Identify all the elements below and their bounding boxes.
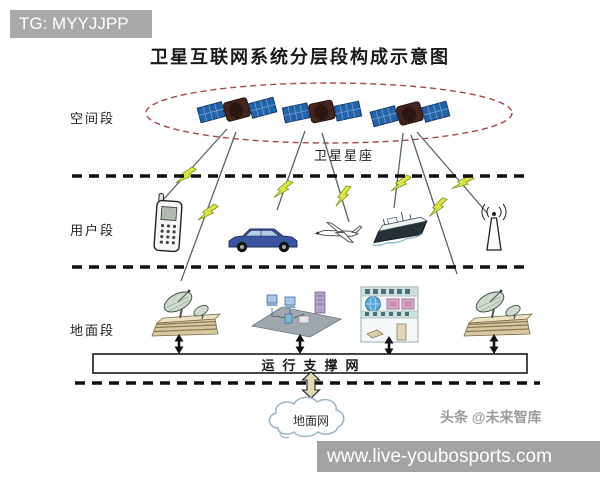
- constellation-label: 卫星星座: [314, 148, 375, 163]
- constellation-ellipse: [145, 82, 513, 144]
- segment-label-ground: 地面段: [70, 323, 116, 338]
- page-title: 卫星互联网系统分层段构成示意图: [150, 47, 450, 67]
- antenna-tower-icon: [481, 203, 507, 251]
- footer-url-bar: www.live-youbosports.com: [317, 441, 600, 472]
- mobile-phone-icon: [153, 192, 183, 253]
- satellite-icon: [196, 88, 278, 132]
- segment-label-user: 用户段: [70, 223, 116, 238]
- ground-network-label: 地面网: [292, 414, 329, 428]
- airplane-icon: [314, 221, 363, 244]
- footer-url-text: www.live-youbosports.com: [327, 446, 552, 467]
- signal-lines: [162, 128, 489, 282]
- ground-station-icon: [462, 286, 534, 338]
- lightning-bolt-icon: [273, 177, 294, 203]
- support-network-label: 运行支撑网: [261, 358, 367, 373]
- updown-arrow-icon: [488, 332, 500, 356]
- cloud-icon: [268, 396, 345, 439]
- toutiao-watermark: 头条 @未来智库: [440, 409, 542, 425]
- satellite-icon: [281, 91, 363, 133]
- block-arrow-icon: [301, 371, 321, 399]
- tg-watermark-badge: TG: MYYJJPP: [10, 10, 152, 38]
- ship-icon: [372, 212, 428, 246]
- lightning-bolt-icon: [197, 200, 219, 226]
- control-center-icon: [360, 286, 419, 343]
- updown-arrow-icon: [294, 332, 306, 356]
- network-platform-icon: [250, 291, 343, 338]
- segment-label-space: 空间段: [70, 111, 116, 126]
- segment-divider-lines: [72, 174, 540, 385]
- ground-station-icon: [150, 286, 222, 338]
- car-icon: [228, 228, 298, 253]
- updown-arrow-icon: [173, 332, 185, 356]
- satellite-icon: [369, 92, 451, 136]
